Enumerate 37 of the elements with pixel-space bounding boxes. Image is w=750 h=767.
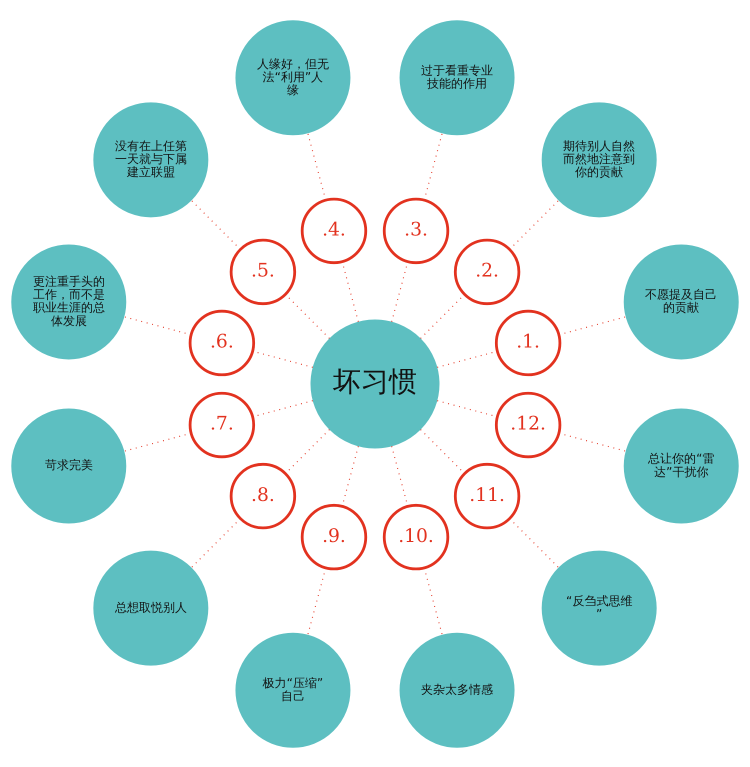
node-circle: “反刍式思维” (542, 550, 657, 666)
node-circle: .5. (230, 238, 296, 305)
node-circle: 人缘好，但无法“利用”人缘 (235, 20, 350, 135)
node-circle: .9. (300, 503, 368, 570)
node-circle: .1. (494, 309, 562, 376)
node-circle: .2. (454, 238, 520, 305)
node-circle: 极力“压缩”自己 (235, 632, 350, 748)
connector (124, 432, 192, 452)
node-circle: .12. (494, 391, 562, 458)
node-circle: 坏习惯 (310, 318, 440, 448)
connector (124, 316, 192, 335)
connector (424, 132, 443, 200)
connector (424, 567, 443, 635)
node-circle: .6. (188, 309, 256, 376)
node-circle: .3. (382, 197, 450, 264)
connector (509, 199, 560, 250)
node-circle: 过于看重专业技能的作用 (400, 20, 515, 135)
node-circle: .10. (382, 503, 450, 570)
node-circle: 更注重手头的工作，而不是职业生涯的总体发展 (11, 244, 126, 359)
node-circle: .11. (454, 462, 520, 529)
node-circle: 苛求完美 (11, 408, 126, 524)
node-circle: 不愿提及自己的贡献 (624, 244, 739, 359)
connector (307, 132, 326, 200)
node-circle: .4. (300, 197, 368, 264)
node-circle: 期待别人自然而然地注意到你的贡献 (542, 102, 657, 217)
node-circle: 夹杂太多情感 (400, 632, 515, 748)
connector (190, 518, 241, 568)
connector (558, 316, 626, 335)
node-circle: 总想取悦别人 (93, 550, 208, 666)
connector (558, 432, 626, 452)
node-circle: .7. (188, 391, 256, 458)
connector (509, 518, 560, 568)
node-circle: .8. (230, 462, 296, 529)
connector (190, 199, 241, 250)
connector (307, 567, 326, 635)
node-circle: 没有在上任第一天就与下属建立联盟 (93, 102, 208, 217)
node-circle: 总让你的“雷达”干扰你 (624, 408, 739, 524)
